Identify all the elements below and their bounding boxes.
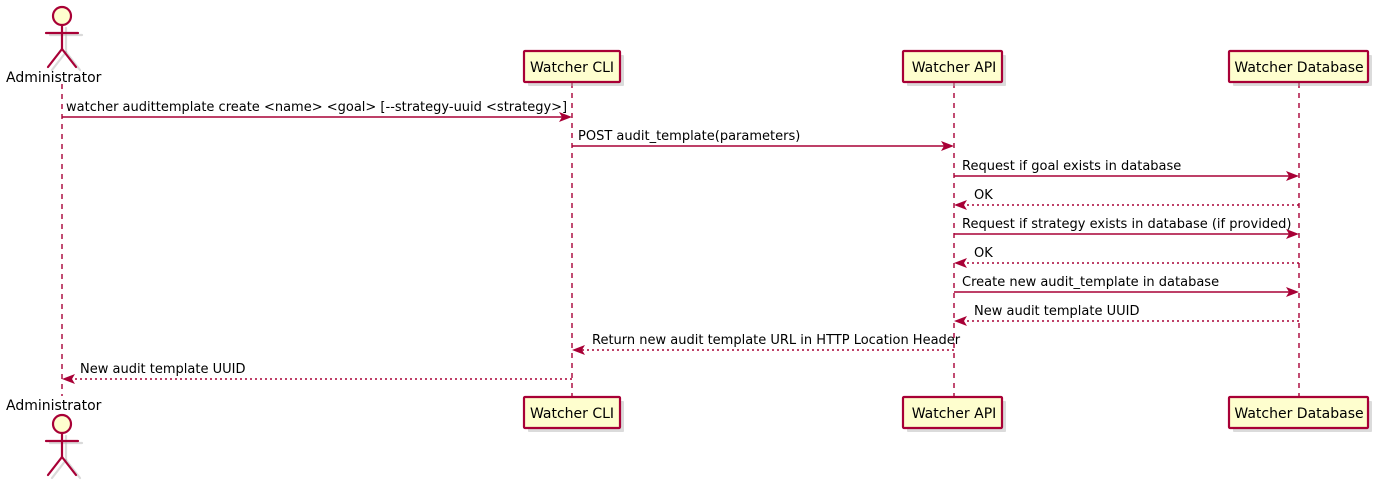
message-9-label: Return new audit template URL in HTTP Lo… [592, 333, 961, 348]
participant-label-watcher-database-top: Watcher Database [1234, 60, 1363, 76]
participant-box-watcher-database-top[interactable]: Watcher Database [1227, 49, 1372, 86]
message-8-arrowhead [954, 316, 967, 326]
message-10[interactable]: New audit template UUID [62, 362, 572, 384]
message-7[interactable]: Create new audit_template in database [954, 275, 1299, 297]
actor-head-icon [51, 5, 73, 27]
participant-label-watcher-cli-top: Watcher CLI [530, 60, 614, 76]
actor-left-leg-line [46, 47, 64, 69]
participant-label-watcher-database-bottom: Watcher Database [1234, 406, 1363, 422]
actor-shadow-top [48, 26, 84, 72]
participant-box-watcher-cli-top[interactable]: Watcher CLI [522, 49, 624, 86]
message-2-label: POST audit_template(parameters) [578, 129, 800, 144]
message-7-label: Create new audit_template in database [962, 275, 1219, 290]
message-7-arrowhead [1286, 287, 1299, 297]
message-10-arrowhead [62, 374, 75, 384]
actor-shadow-bottom [48, 434, 84, 480]
participant-label-watcher-api-top: Watcher API [912, 60, 997, 76]
message-4-label: OK [974, 188, 993, 203]
participant-label-watcher-api-bottom: Watcher API [912, 406, 997, 422]
message-1-arrowhead [559, 112, 572, 122]
message-2[interactable]: POST audit_template(parameters) [572, 129, 954, 151]
message-3-arrowhead [1286, 171, 1299, 181]
message-6[interactable]: OK [954, 246, 1299, 268]
actor-label-administrator-top: Administrator [6, 70, 102, 86]
message-5[interactable]: Request if strategy exists in database (… [954, 217, 1299, 239]
participant-box-watcher-api-bottom[interactable]: Watcher API [901, 395, 1006, 432]
participant-label-watcher-cli-bottom: Watcher CLI [530, 406, 614, 422]
message-5-arrowhead [1286, 229, 1299, 239]
message-1[interactable]: watcher audittemplate create <name> <goa… [62, 100, 572, 122]
participant-box-rect-cli-bottom[interactable] [522, 395, 622, 430]
message-9-arrowhead [572, 345, 585, 355]
actor-left-leg-line-bottom [46, 455, 64, 477]
message-4[interactable]: OK [954, 188, 1299, 210]
message-5-label: Request if strategy exists in database (… [962, 217, 1291, 232]
message-6-label: OK [974, 246, 993, 261]
participant-box-watcher-api-top[interactable]: Watcher API [901, 49, 1006, 86]
message-1-label: watcher audittemplate create <name> <goa… [66, 100, 567, 115]
message-3-label: Request if goal exists in database [962, 159, 1181, 174]
actor-right-leg-line-bottom [60, 455, 78, 477]
lifelines-group [61, 83, 1300, 396]
actor-right-leg-line [60, 47, 78, 69]
actor-administrator-top[interactable]: Administrator [6, 5, 102, 86]
participant-box-watcher-cli-bottom[interactable]: Watcher CLI [522, 395, 624, 432]
participant-box-rect-db-bottom[interactable] [1227, 395, 1370, 430]
message-8[interactable]: New audit template UUID [954, 304, 1299, 326]
message-3[interactable]: Request if goal exists in database [954, 159, 1299, 181]
actor-administrator-bottom[interactable]: Administrator [6, 398, 102, 480]
message-10-label: New audit template UUID [80, 362, 245, 377]
participant-box-watcher-database-bottom[interactable]: Watcher Database [1227, 395, 1372, 432]
participant-box-rect-db-top[interactable] [1227, 49, 1370, 84]
message-6-arrowhead [954, 258, 967, 268]
actor-head-icon-bottom [51, 413, 73, 435]
participant-box-rect-api-top[interactable] [901, 49, 1004, 84]
message-2-arrowhead [941, 141, 954, 151]
participant-box-rect-api-bottom[interactable] [901, 395, 1004, 430]
participant-box-rect-cli-top[interactable] [522, 49, 622, 84]
actor-label-administrator-bottom: Administrator [6, 398, 102, 414]
message-8-label: New audit template UUID [974, 304, 1139, 319]
message-9[interactable]: Return new audit template URL in HTTP Lo… [572, 333, 961, 355]
message-4-arrowhead [954, 200, 967, 210]
